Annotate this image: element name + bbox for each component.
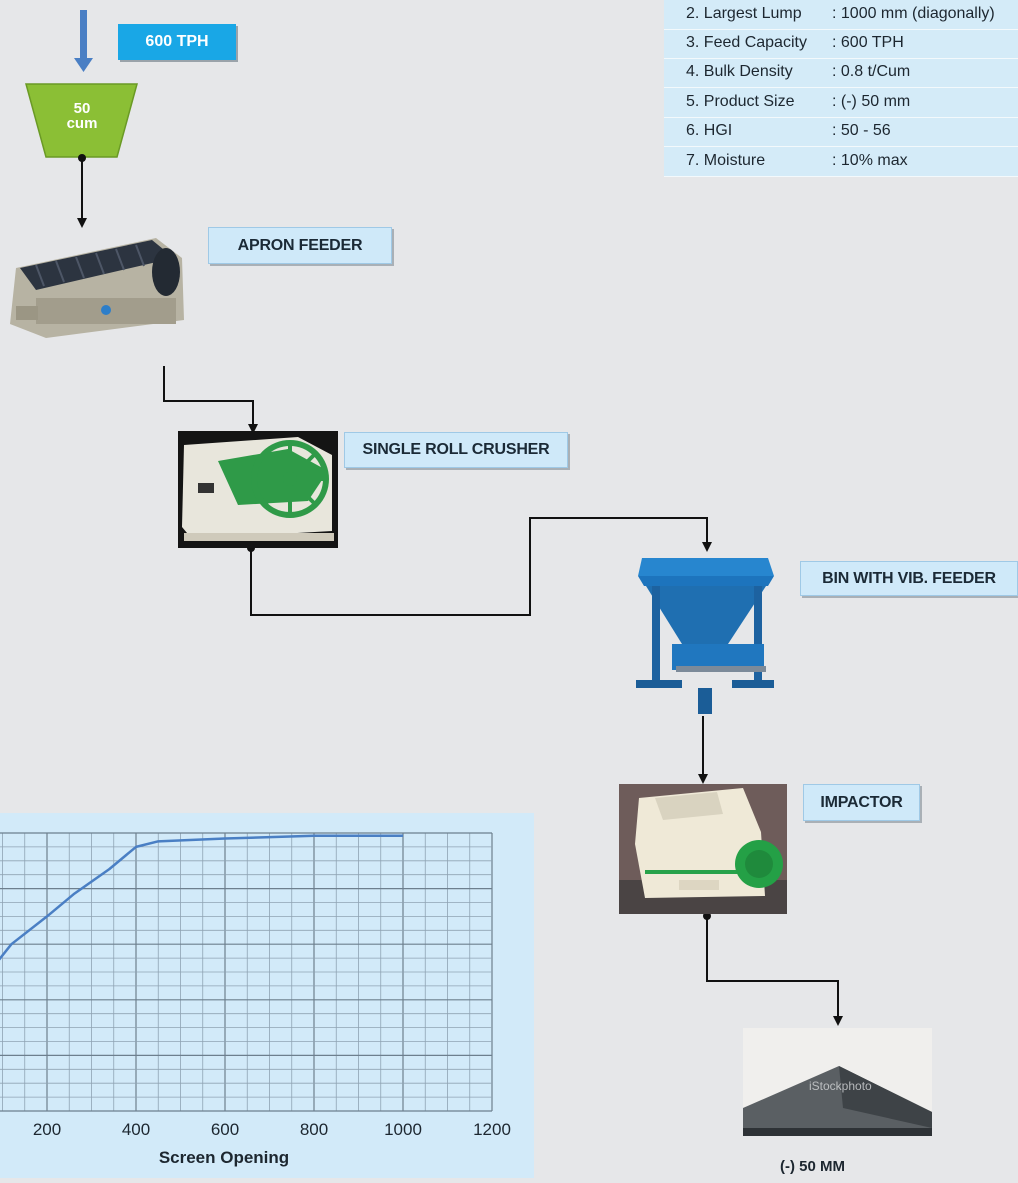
product-pile-image: iStockphoto	[743, 1028, 932, 1136]
impactor-image	[619, 784, 787, 914]
product-caption: (-) 50 MM	[780, 1158, 845, 1175]
apron-feeder-image	[10, 238, 184, 338]
spec-value: : 50 - 56	[832, 122, 891, 139]
spec-value: : 0.8 t/Cum	[832, 63, 911, 80]
apron-feeder-label: APRON FEEDER	[208, 227, 392, 264]
spec-label: 7. Moisture	[686, 152, 766, 169]
connector-crusher-bin	[250, 517, 708, 616]
connector-impactor-product	[706, 916, 839, 1024]
spec-value: : 600 TPH	[832, 34, 904, 51]
impactor-label: IMPACTOR	[803, 784, 920, 821]
hopper-capacity: 50 cum	[24, 101, 140, 131]
spec-value: : (-) 50 mm	[832, 93, 911, 110]
hopper-capacity-value: 50	[73, 100, 91, 117]
x-tick-label: 1000	[384, 1120, 422, 1139]
spec-table: 2. Largest Lump : 1000 mm (diagonally) 3…	[664, 0, 1018, 177]
single-roll-crusher-label: SINGLE ROLL CRUSHER	[344, 432, 568, 468]
spec-label: 4. Bulk Density	[686, 63, 793, 80]
spec-label: 2. Largest Lump	[686, 5, 802, 22]
x-tick-label: 800	[300, 1120, 328, 1139]
spec-row: 4. Bulk Density : 0.8 t/Cum	[664, 58, 1018, 88]
spec-value: : 10% max	[832, 152, 908, 169]
spec-row: 5. Product Size : (-) 50 mm	[664, 88, 1018, 118]
spec-label: 3. Feed Capacity	[686, 34, 807, 51]
spec-value: : 1000 mm (diagonally)	[832, 5, 995, 22]
stock-watermark: iStockphoto	[809, 1079, 872, 1093]
x-tick-label: 1200	[473, 1120, 511, 1139]
bin-feeder-image	[636, 558, 774, 714]
x-tick-label: 600	[211, 1120, 239, 1139]
hopper-capacity-unit: cum	[66, 115, 98, 132]
x-tick-label: 200	[33, 1120, 61, 1139]
spec-row: 2. Largest Lump : 1000 mm (diagonally)	[664, 0, 1018, 30]
spec-row: 3. Feed Capacity : 600 TPH	[664, 29, 1018, 59]
spec-row: 6. HGI : 50 - 56	[664, 117, 1018, 147]
feed-rate-badge: 600 TPH	[118, 24, 236, 60]
feed-hopper	[25, 83, 138, 158]
spec-label: 6. HGI	[686, 122, 733, 139]
x-axis-title: Screen Opening	[159, 1148, 289, 1167]
spec-row: 7. Moisture : 10% max	[664, 147, 1018, 177]
connector-feeder-crusher	[163, 366, 254, 432]
feed-arrow	[74, 10, 93, 72]
bin-feeder-label: BIN WITH VIB. FEEDER	[800, 561, 1018, 596]
x-tick-label: 400	[122, 1120, 150, 1139]
spec-label: 5. Product Size	[686, 93, 795, 110]
single-roll-crusher-image	[178, 431, 338, 548]
passing-curve	[0, 834, 403, 961]
